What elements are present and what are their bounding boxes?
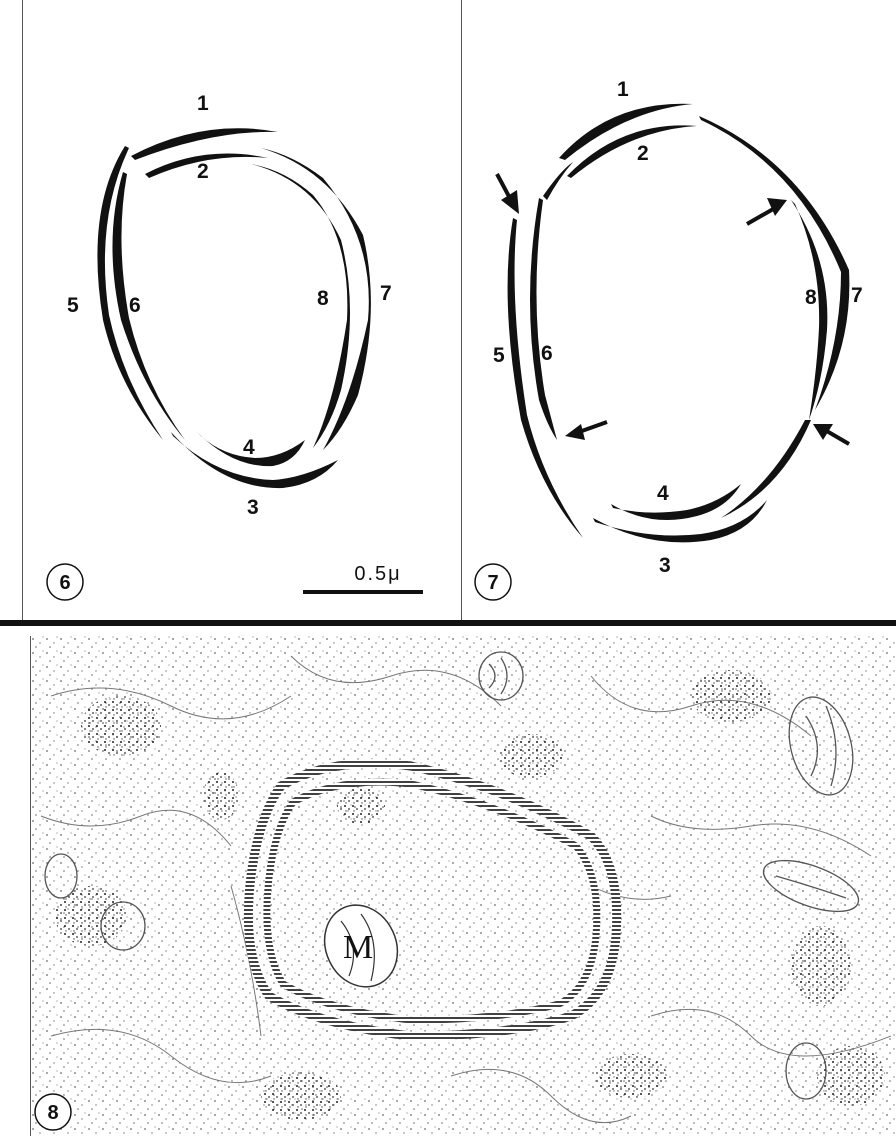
arrow-lower-right xyxy=(813,424,849,444)
mitochondrion-label: M xyxy=(343,929,373,966)
figure-7-diagram: 1 2 3 4 5 6 7 8 7 xyxy=(461,0,896,620)
lamella-8 xyxy=(791,200,827,420)
scale-bar xyxy=(303,590,423,594)
lamella-7b xyxy=(721,420,811,518)
arrow-upper-left xyxy=(497,174,519,214)
label-1: 1 xyxy=(617,78,629,101)
lamella-4 xyxy=(611,484,741,520)
lamella-6b xyxy=(543,162,573,200)
lamella-5 xyxy=(97,146,163,440)
label-7: 7 xyxy=(851,284,863,307)
arrow-lower-left xyxy=(565,422,607,440)
figure-number: 6 xyxy=(59,572,70,594)
label-2: 2 xyxy=(197,160,209,183)
arrow-upper-right xyxy=(747,198,787,224)
lamella-5 xyxy=(508,218,583,538)
figure-6-panel: 1 2 3 4 5 6 7 8 6 0.5μ xyxy=(22,0,462,620)
figure-8-panel: M 8 xyxy=(30,636,896,1136)
label-6: 6 xyxy=(129,294,141,317)
label-4: 4 xyxy=(243,436,255,459)
lamella-7 xyxy=(699,116,849,410)
lamella-6 xyxy=(112,172,185,440)
label-3: 3 xyxy=(247,496,259,519)
label-1: 1 xyxy=(197,92,209,115)
label-2: 2 xyxy=(637,142,649,165)
label-6: 6 xyxy=(541,342,553,365)
scale-bar-label: 0.5μ xyxy=(354,563,401,585)
lamella-6 xyxy=(530,198,557,440)
figure-number: 8 xyxy=(47,1102,58,1124)
label-3: 3 xyxy=(659,554,671,577)
label-5: 5 xyxy=(493,344,505,367)
cytoplasm-stipple xyxy=(31,636,896,1136)
figure-number: 7 xyxy=(487,572,498,594)
label-8: 8 xyxy=(805,286,817,309)
panel-divider xyxy=(0,620,896,626)
label-7: 7 xyxy=(380,282,392,305)
figure-7-panel: 1 2 3 4 5 6 7 8 7 xyxy=(461,0,896,620)
label-4: 4 xyxy=(657,482,669,505)
lamella-8 xyxy=(251,164,350,448)
figure-8-micrograph: M 8 xyxy=(31,636,896,1136)
label-8: 8 xyxy=(317,287,329,310)
lamella-7 xyxy=(261,148,371,450)
lamella-1 xyxy=(559,104,693,160)
figure-6-diagram: 1 2 3 4 5 6 7 8 6 0.5μ xyxy=(23,0,461,620)
label-5: 5 xyxy=(67,294,79,317)
